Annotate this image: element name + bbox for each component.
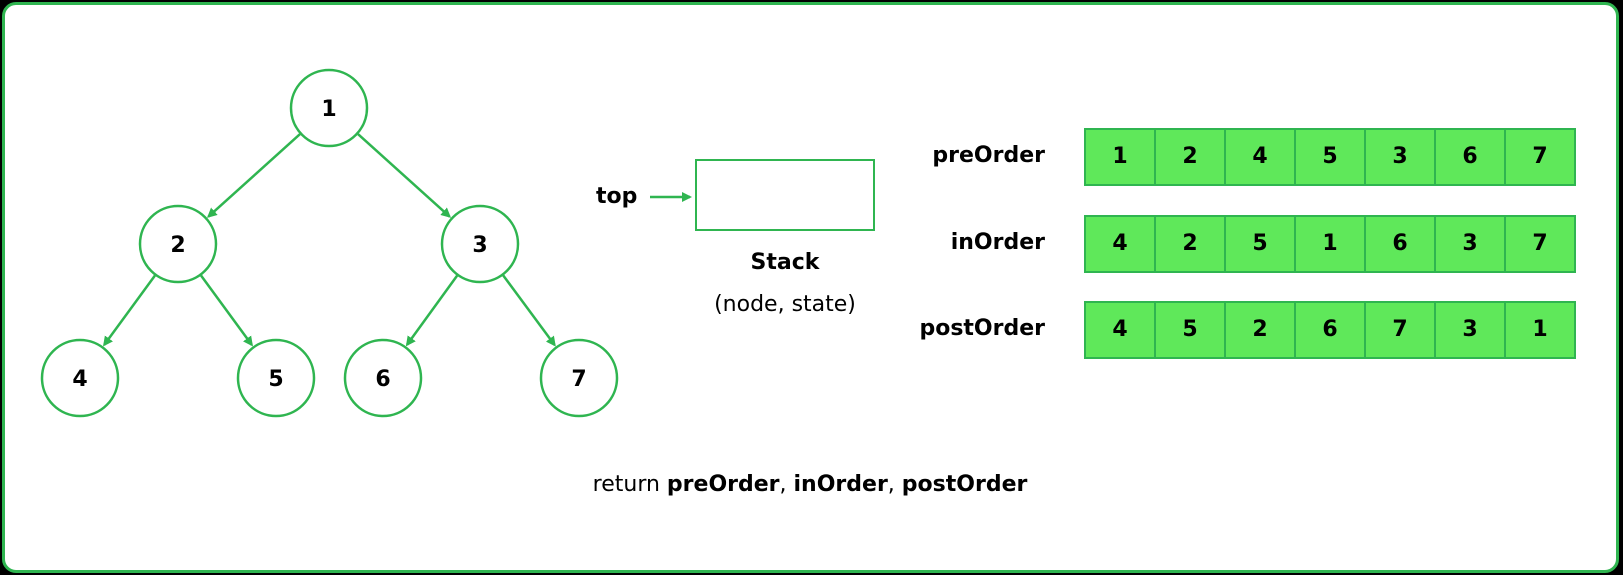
return-statement: return preOrder, inOrder, postOrder [560,472,1060,497]
tree-node-5: 5 [236,338,316,418]
order-cell: 4 [1226,130,1296,184]
tree-edge-3-6 [405,274,459,347]
order-cell: 2 [1156,217,1226,271]
tree-node-circle [440,204,520,284]
stack-box [695,159,875,231]
order-label-inorder: inOrder [950,230,1045,255]
tree-edge-1-3 [357,133,452,218]
order-cell: 6 [1366,217,1436,271]
order-label-preorder: preOrder [932,143,1045,168]
order-cell: 1 [1086,130,1156,184]
order-cell: 1 [1506,303,1574,357]
order-cell: 4 [1086,217,1156,271]
tree-node-7: 7 [539,338,619,418]
return-sep-1: , [779,472,794,497]
order-cell: 3 [1436,217,1506,271]
tree-edge-3-7 [502,274,556,347]
order-cell: 5 [1226,217,1296,271]
tree-node-label: 3 [472,233,487,258]
tree-node-3: 3 [440,204,520,284]
order-cell: 7 [1506,130,1574,184]
return-preorder: preOrder [666,472,780,497]
tree-edge-1-2 [206,133,301,218]
order-cell: 6 [1436,130,1506,184]
tree-node-4: 4 [40,338,120,418]
tree-node-label: 7 [571,367,586,392]
tree-node-6: 6 [343,338,423,418]
order-cell: 3 [1366,130,1436,184]
return-inorder: inOrder [793,472,888,497]
order-cell: 5 [1296,130,1366,184]
tree-node-label: 4 [72,367,87,392]
tree-node-circle [40,338,120,418]
tree-node-circle [289,68,369,148]
order-cell: 1 [1296,217,1366,271]
order-cell: 2 [1156,130,1226,184]
tree-edge-2-5 [200,274,253,347]
tree-node-label: 2 [170,233,185,258]
tree-node-label: 6 [375,367,390,392]
order-cell: 3 [1436,303,1506,357]
stack-title: Stack [750,250,820,275]
tree-node-2: 2 [138,204,218,284]
tree-node-circle [343,338,423,418]
return-prefix: return [592,472,667,497]
tree-node-circle [539,338,619,418]
tree-edge-2-4 [103,274,156,347]
tree-node-label: 5 [268,367,283,392]
order-cell: 7 [1366,303,1436,357]
stack-top-label: top [596,184,638,209]
return-sep-2: , [887,472,902,497]
stack-subtitle: (node, state) [714,292,856,317]
order-cell: 4 [1086,303,1156,357]
order-label-postorder: postOrder [919,316,1045,341]
tree-node-circle [236,338,316,418]
order-cell: 7 [1506,217,1574,271]
tree-node-label: 1 [321,97,336,122]
order-cell: 5 [1156,303,1226,357]
return-postorder: postOrder [901,472,1028,497]
tree-node-circle [138,204,218,284]
order-cell: 6 [1296,303,1366,357]
tree-node-1: 1 [289,68,369,148]
order-cell: 2 [1226,303,1296,357]
